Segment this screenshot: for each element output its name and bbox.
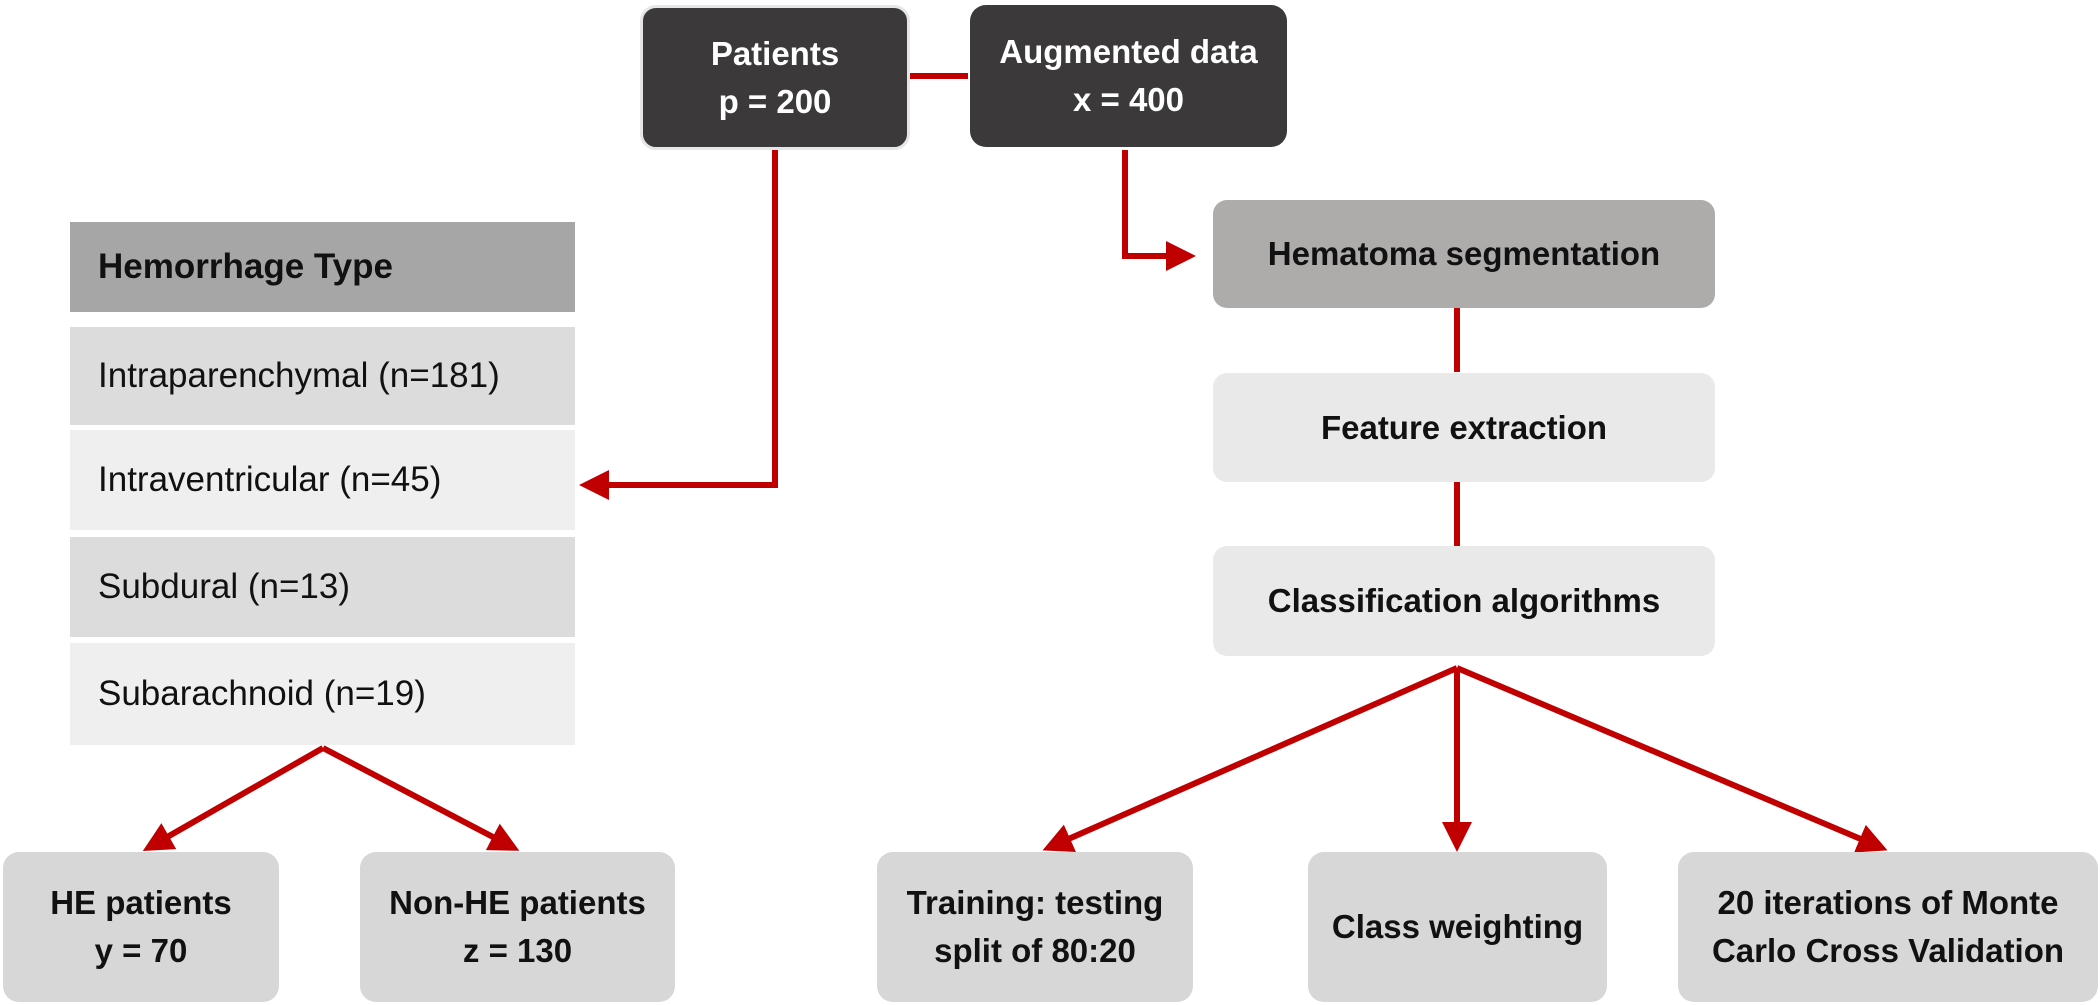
feature-label: Feature extraction bbox=[1320, 408, 1608, 446]
row-subdural: Subdural (n=13) bbox=[98, 567, 350, 606]
class-weighting-box: Class weighting bbox=[1308, 852, 1607, 1002]
segmentation-label: Hematoma segmentation bbox=[1267, 235, 1661, 273]
patients-label: Patients bbox=[710, 34, 840, 72]
non-he-count: z = 130 bbox=[462, 932, 573, 969]
row-intraparenchymal: Intraparenchymal (n=181) bbox=[98, 356, 500, 395]
he-patients-box: HE patients y = 70 bbox=[3, 852, 279, 1002]
classification-algorithms-box: Classification algorithms bbox=[1213, 546, 1715, 656]
hemorrhage-type-header: Hemorrhage Type bbox=[70, 222, 575, 312]
table-row: Intraparenchymal (n=181) bbox=[70, 327, 575, 425]
augmented-to-segmentation-arrow bbox=[1122, 150, 1196, 271]
split-line1: Training: testing bbox=[906, 884, 1164, 922]
hematoma-segmentation-box: Hematoma segmentation bbox=[1213, 200, 1715, 308]
he-count: y = 70 bbox=[94, 932, 188, 969]
classification-to-split-arrow bbox=[1042, 665, 1459, 853]
train-test-split-box: Training: testing split of 80:20 bbox=[877, 852, 1193, 1002]
split-line2: split of 80:20 bbox=[934, 932, 1136, 969]
monte-carlo-line2: Carlo Cross Validation bbox=[1711, 932, 2065, 969]
monte-carlo-line1: 20 iterations of Monte bbox=[1717, 884, 2059, 922]
patients-to-table-arrow bbox=[579, 150, 778, 500]
table-to-nonhe-arrow bbox=[321, 745, 520, 851]
row-subarachnoid: Subarachnoid (n=19) bbox=[98, 674, 426, 713]
classification-to-montecarlo-arrow bbox=[1455, 665, 1888, 853]
non-he-patients-box: Non-HE patients z = 130 bbox=[360, 852, 675, 1002]
he-label: HE patients bbox=[50, 884, 232, 922]
row-intraventricular: Intraventricular (n=45) bbox=[98, 460, 442, 499]
augmented-label: Augmented data bbox=[999, 33, 1258, 71]
augmented-count: x = 400 bbox=[1072, 81, 1185, 118]
table-row: Subarachnoid (n=19) bbox=[70, 643, 575, 745]
patients-count: p = 200 bbox=[718, 82, 832, 120]
patients-box: Patients p = 200 bbox=[640, 5, 910, 150]
classification-label: Classification algorithms bbox=[1267, 582, 1661, 620]
weighting-label: Class weighting bbox=[1331, 908, 1584, 946]
augmented-data-box: Augmented data x = 400 bbox=[970, 5, 1287, 147]
table-row: Intraventricular (n=45) bbox=[70, 430, 575, 530]
monte-carlo-box: 20 iterations of Monte Carlo Cross Valid… bbox=[1678, 852, 2098, 1002]
table-to-he-arrow bbox=[142, 745, 325, 851]
feature-extraction-box: Feature extraction bbox=[1213, 373, 1715, 482]
table-row: Subdural (n=13) bbox=[70, 537, 575, 637]
non-he-label: Non-HE patients bbox=[389, 884, 646, 922]
hemorrhage-type-title: Hemorrhage Type bbox=[98, 247, 393, 286]
